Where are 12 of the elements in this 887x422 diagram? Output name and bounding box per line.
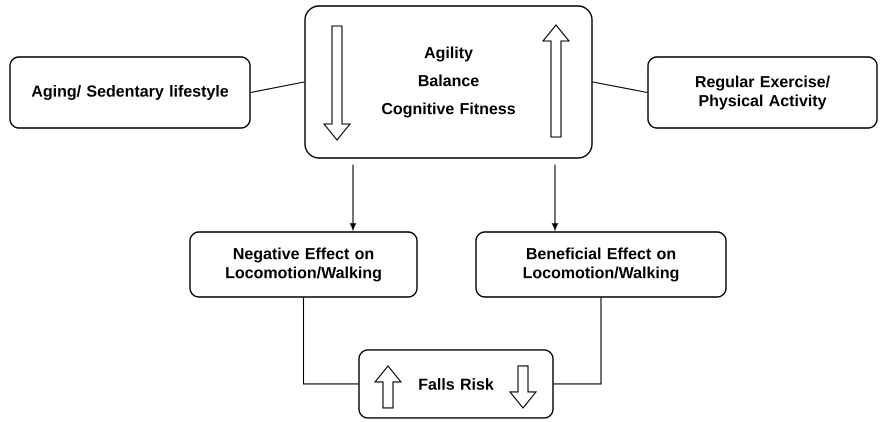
fitness-box: Agility Balance Cognitive Fitness <box>304 5 593 159</box>
cause-box: Regular Exercise/ Physical Activity <box>647 56 878 129</box>
arrow <box>552 164 558 230</box>
arrow <box>350 164 356 230</box>
connector-line <box>250 81 304 94</box>
cause-box: Aging/ Sedentary lifestyle <box>9 56 251 129</box>
effect-box: Beneficial Effect on Locomotion/Walking <box>475 231 727 298</box>
effect-box: Negative Effect on Locomotion/Walking <box>189 231 418 298</box>
connector-line <box>592 81 648 94</box>
outcome-box: Falls Risk <box>358 349 554 419</box>
connector-line <box>302 298 358 385</box>
connector-line <box>554 298 602 385</box>
